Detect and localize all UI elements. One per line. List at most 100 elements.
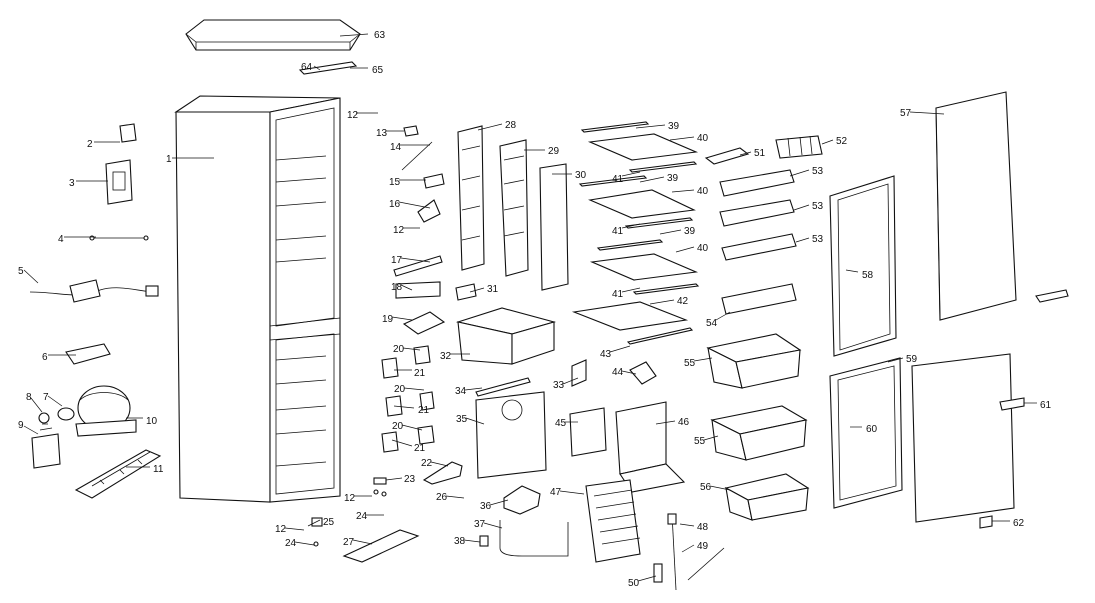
callout-label-30: 30 xyxy=(575,170,587,181)
part-bracket-6 xyxy=(65,343,111,365)
callout-leader-40b xyxy=(671,189,695,193)
callout-leader-35 xyxy=(465,417,485,425)
callout-label-53b: 53 xyxy=(812,201,824,212)
part-bracket-31 xyxy=(455,283,477,301)
callout-leader-7 xyxy=(47,395,63,407)
part-ice-tray-52 xyxy=(775,135,823,159)
callout-label-53: 53 xyxy=(812,166,824,177)
callout-leader-12d xyxy=(284,527,305,531)
callout-label-42: 42 xyxy=(677,296,689,307)
part-fan-44 xyxy=(629,361,657,385)
callout-label-62: 62 xyxy=(1013,518,1025,529)
part-egg-tray-51 xyxy=(704,147,750,165)
callout-label-26: 26 xyxy=(436,492,448,503)
part-clip-33 xyxy=(571,359,587,387)
part-starter-9 xyxy=(31,423,61,469)
callout-label-59: 59 xyxy=(906,354,918,365)
callout-label-1: 1 xyxy=(166,154,172,165)
part-board-18 xyxy=(395,281,441,299)
part-clip-13 xyxy=(403,125,419,137)
callout-label-2: 2 xyxy=(87,139,93,150)
callout-leader-23 xyxy=(385,477,403,481)
part-shelves xyxy=(571,121,700,345)
callout-label-63: 63 xyxy=(374,30,386,41)
callout-label-31: 31 xyxy=(487,284,499,295)
part-switch-15 xyxy=(423,173,445,189)
callout-leader-27 xyxy=(352,539,373,545)
callout-leader-8 xyxy=(30,397,43,413)
callout-leader-44 xyxy=(621,370,637,375)
part-door-bins-53 xyxy=(719,169,797,261)
part-gasket-60 xyxy=(829,357,903,509)
callout-label-38: 38 xyxy=(454,536,466,547)
callout-leader-22 xyxy=(430,461,449,467)
part-gasket-58 xyxy=(829,175,897,357)
callout-label-40b: 40 xyxy=(697,186,709,197)
part-bracket-2 xyxy=(119,123,137,143)
callout-label-53c: 53 xyxy=(812,234,824,245)
part-strip-17 xyxy=(393,255,443,277)
part-wire-4 xyxy=(89,235,149,241)
callout-leader-33 xyxy=(562,377,579,385)
callout-label-44: 44 xyxy=(612,367,624,378)
callout-label-9: 9 xyxy=(18,420,24,431)
callout-label-41c: 41 xyxy=(612,289,624,300)
callout-leader-28 xyxy=(477,123,503,131)
part-door-bin-54 xyxy=(721,283,797,315)
callout-label-47: 47 xyxy=(550,487,562,498)
callout-leader-53 xyxy=(789,169,810,177)
callout-leader-20b xyxy=(403,387,425,391)
callout-leader-5 xyxy=(23,269,39,284)
part-thermostat-3 xyxy=(105,159,133,205)
callout-leader-46 xyxy=(655,420,676,425)
callout-label-32: 32 xyxy=(440,351,452,362)
callout-leader-51 xyxy=(739,151,752,156)
callout-leader-53c xyxy=(795,237,810,243)
part-support-22 xyxy=(422,461,463,485)
part-cover-46 xyxy=(615,401,686,493)
callout-label-15: 15 xyxy=(389,177,401,188)
part-evaporator-47 xyxy=(585,479,641,563)
callout-label-41b: 41 xyxy=(612,226,624,237)
callout-label-8: 8 xyxy=(26,392,32,403)
part-small-23-25 xyxy=(311,477,387,547)
callout-label-41: 41 xyxy=(612,174,624,185)
callout-label-57: 57 xyxy=(900,108,912,119)
callout-label-55b: 55 xyxy=(694,436,706,447)
callout-label-39b: 39 xyxy=(667,173,679,184)
part-top-rails xyxy=(298,61,358,75)
callout-label-40c: 40 xyxy=(697,243,709,254)
callout-label-39c: 39 xyxy=(684,226,696,237)
callout-label-10: 10 xyxy=(146,416,158,427)
callout-label-40: 40 xyxy=(697,133,709,144)
callout-label-7: 7 xyxy=(43,392,49,403)
callout-label-36: 36 xyxy=(480,501,492,512)
callout-label-3: 3 xyxy=(69,178,75,189)
part-fan-housing-35 xyxy=(475,391,547,479)
callout-label-65: 65 xyxy=(372,65,384,76)
callout-label-18: 18 xyxy=(391,282,403,293)
callout-leader-40c xyxy=(675,246,695,253)
callout-leader-20 xyxy=(402,347,421,351)
part-door-59 xyxy=(911,353,1015,523)
callout-label-49: 49 xyxy=(697,541,709,552)
callout-leader-39b xyxy=(639,176,665,183)
callout-leader-26 xyxy=(445,495,465,499)
callout-label-58: 58 xyxy=(862,270,874,281)
callout-label-27: 27 xyxy=(343,537,355,548)
callout-leader-47 xyxy=(559,490,585,495)
callout-label-33: 33 xyxy=(553,380,565,391)
part-rod-34 xyxy=(475,377,531,397)
callout-label-25: 25 xyxy=(323,517,335,528)
callout-label-19: 19 xyxy=(382,314,394,325)
callout-leader-31 xyxy=(469,287,485,293)
callout-leader-18 xyxy=(400,284,413,291)
callout-label-20b: 20 xyxy=(394,384,406,395)
callout-label-21: 21 xyxy=(414,368,426,379)
callout-leader-48 xyxy=(679,523,695,527)
callout-label-13: 13 xyxy=(376,128,388,139)
part-grid-19 xyxy=(402,311,446,335)
callout-leader-40 xyxy=(669,136,695,141)
part-compressor-10 xyxy=(75,385,137,437)
